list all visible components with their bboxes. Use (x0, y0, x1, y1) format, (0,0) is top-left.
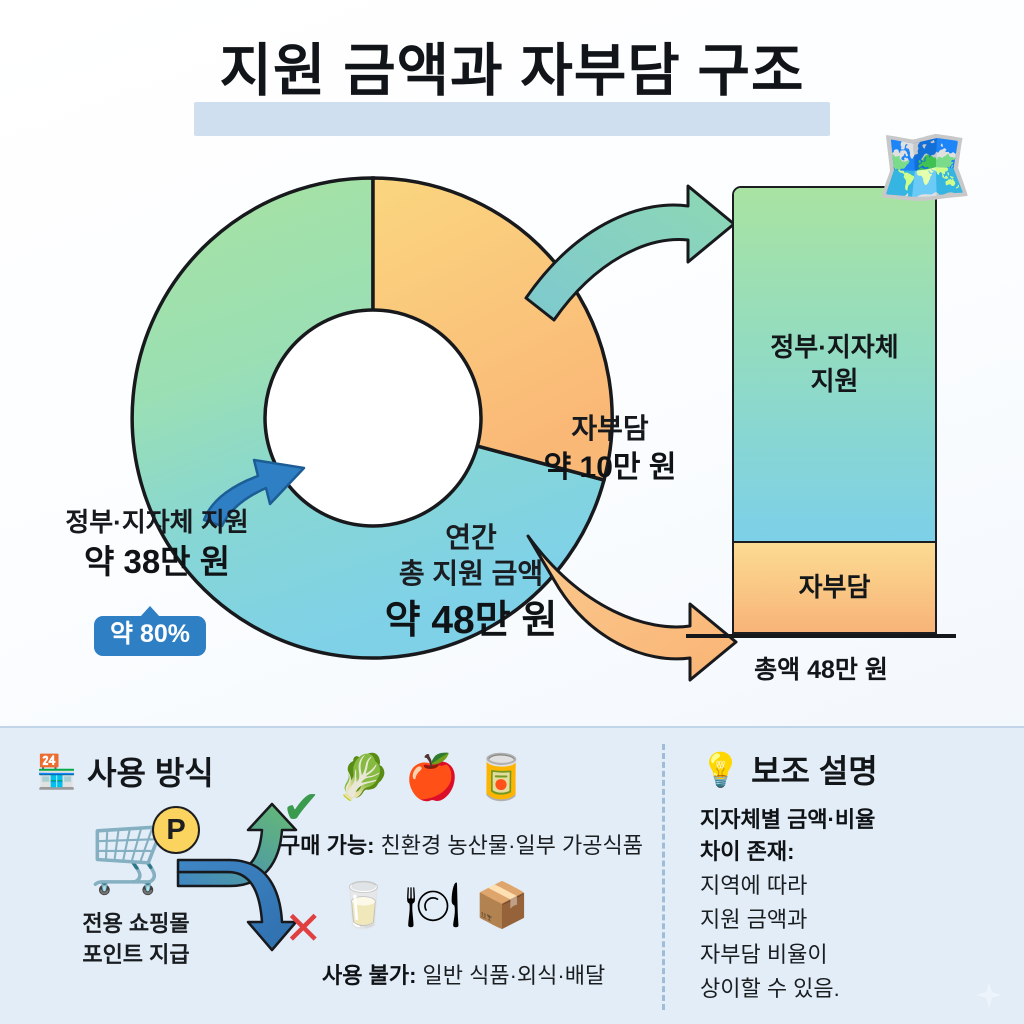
shopping-mall-point-block: 🛒 P 전용 쇼핑몰 포인트 지급 (36, 800, 236, 970)
government-percent-badge: 약 80% (94, 606, 206, 656)
cart-icon-row: 🛒 P (36, 800, 236, 904)
usage-panel-title: 사용 방식 (87, 755, 214, 791)
check-icon: ✔ (282, 781, 321, 833)
not-allowed-label: 사용 불가: (322, 963, 417, 988)
processed-food-icon: 🥫 (473, 753, 529, 802)
note-panel-body: 지자체별 금액·비율 차이 존재: 지역에 따라 지원 금액과 자부담 비율이 … (700, 804, 912, 1006)
note-rest-line4: 상이할 수 있음. (700, 976, 840, 1002)
stacked-bar-column: 정부·지자체 지원 자부담 (732, 186, 937, 634)
note-strong-line1: 지자체별 금액·비율 (700, 807, 876, 832)
allowed-items-text: 구매 가능: 친환경 농산물·일부 가공식품 (280, 828, 643, 860)
page-title-container: 지원 금액과 자부담 구조 (0, 36, 1024, 136)
bar-segment-self-pay-label: 자부담 (798, 571, 871, 602)
note-rest-line3: 자부담 비율이 (700, 941, 828, 967)
bar-total-caption: 총액 48만 원 (754, 656, 888, 684)
cross-icon: ✕ (284, 902, 323, 954)
note-panel-heading: 💡 보조 설명 (700, 746, 878, 792)
note-rest-line2: 지원 금액과 (700, 907, 808, 933)
title-highlight-bar (194, 102, 830, 136)
folded-map-icon: 🗺️ (876, 123, 974, 211)
bar-segment-self-pay: 자부담 (734, 543, 935, 632)
groceries-icon: 🥛 (336, 881, 391, 930)
forked-arrow (176, 802, 298, 952)
watermark-icon (972, 978, 1006, 1012)
usage-panel-heading: 🏪 사용 방식 (36, 748, 214, 794)
not-allowed-detail: 일반 식품·외식·배달 (416, 963, 606, 988)
vegetables-icon: 🥬 (336, 753, 391, 802)
donut-chart-svg (130, 176, 614, 660)
not-allowed-items-text: 사용 불가: 일반 식품·외식·배달 (322, 958, 605, 990)
storefront-icon: 🏪 (36, 752, 78, 790)
allowed-label: 구매 가능: (280, 833, 375, 858)
cart-caption: 전용 쇼핑몰 포인트 지급 (36, 908, 236, 970)
page-title: 지원 금액과 자부담 구조 (219, 39, 805, 103)
bar-gov-line2: 지원 (810, 365, 859, 396)
government-amount: 약 38만 원 (83, 543, 231, 581)
pointer-arrow-government (202, 458, 306, 528)
bottom-section: 🏪 사용 방식 🛒 P 전용 쇼핑몰 포인트 지급 (0, 726, 1024, 1024)
point-coin-badge: P (152, 806, 200, 854)
allowed-detail: 친환경 농산물·일부 가공식품 (374, 833, 643, 858)
note-panel-title: 보조 설명 (751, 753, 878, 789)
bar-segment-government-label: 정부·지자체 지원 (770, 331, 898, 399)
cart-caption-line1: 전용 쇼핑몰 (82, 911, 190, 936)
donut-label-government: 정부·지자체 지원 약 38만 원 (18, 505, 296, 585)
cart-caption-line2: 포인트 지급 (82, 942, 190, 968)
delivery-box-icon: 📦 (474, 881, 530, 930)
allowed-items-icons: 🥬 🍎 🥫 (336, 756, 528, 800)
fork-arrow-not-allowed (176, 858, 298, 952)
arrow-to-self-pay-segment (526, 534, 738, 682)
note-rest-line1: 지역에 따라 (700, 872, 808, 898)
donut-hole (263, 308, 483, 528)
bar-segment-government: 정부·지자체 지원 (734, 188, 935, 544)
bar-baseline-axis (686, 634, 956, 638)
restaurant-meal-icon: 🍽 (404, 881, 461, 930)
bar-gov-line1: 정부·지자체 (770, 331, 899, 362)
panel-divider (662, 744, 665, 1010)
stacked-bar-chart: 정부·지자체 지원 자부담 총액 48만 원 (686, 186, 956, 686)
fruits-icon: 🍎 (404, 753, 460, 802)
government-name: 정부·지자체 지원 (65, 507, 249, 537)
lightbulb-icon: 💡 (700, 750, 742, 788)
not-allowed-items-icons: 🥛 🍽 📦 (336, 884, 529, 928)
note-strong-line2: 차이 존재: (700, 838, 795, 864)
